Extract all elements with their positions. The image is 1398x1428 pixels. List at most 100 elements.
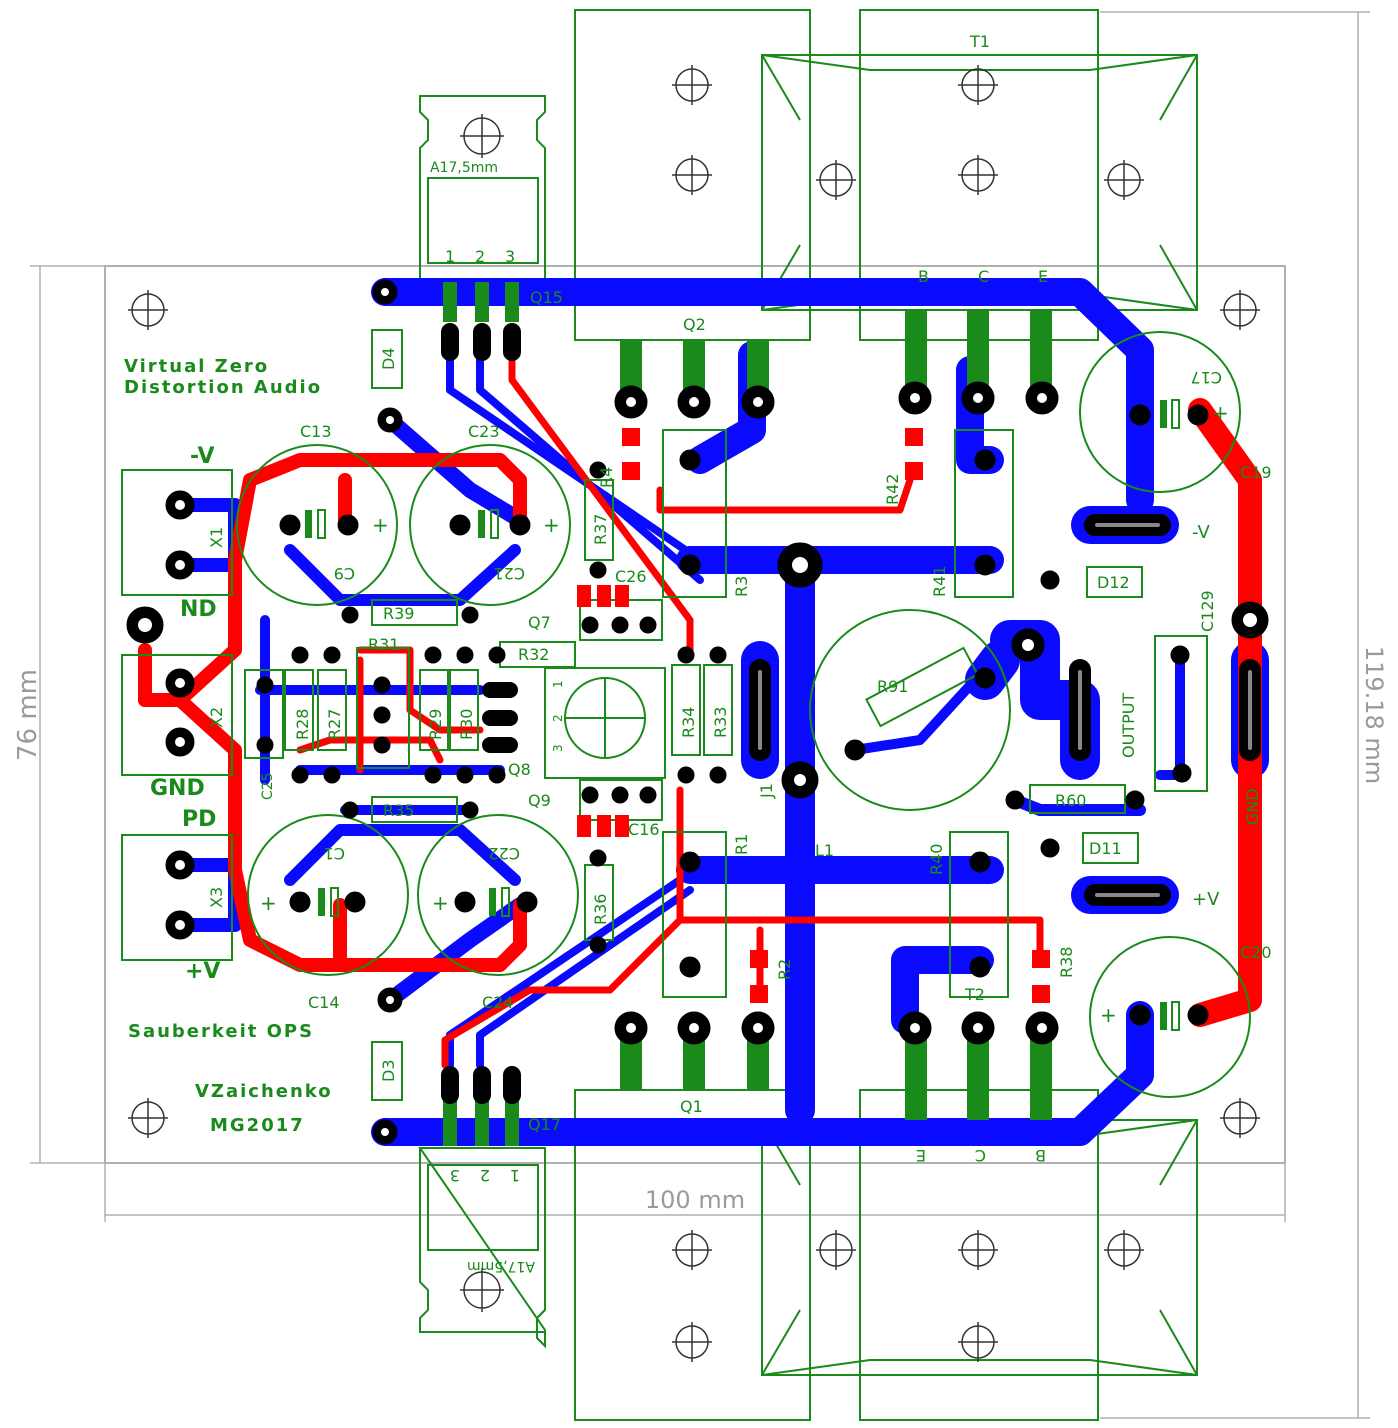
label-output: OUTPUT bbox=[1119, 693, 1138, 758]
label-c23: C23 bbox=[468, 422, 500, 441]
label-c1: C1 bbox=[324, 844, 345, 863]
component-designators: T1 T2 Q2 Q1 Q15 Q17 Q7 Q8 Q9 C13 C23 C9 … bbox=[260, 32, 1272, 1134]
label-r36: R36 bbox=[591, 894, 610, 925]
plus-c20: + bbox=[1100, 1003, 1117, 1027]
label-c9: C9 bbox=[334, 564, 355, 583]
label-r28: R28 bbox=[293, 709, 312, 740]
label-r40: R40 bbox=[927, 844, 946, 875]
label-d3: D3 bbox=[379, 1060, 398, 1083]
terminal-gnd: GND bbox=[150, 776, 205, 801]
label-c21: C21 bbox=[493, 564, 525, 583]
label-c20: C20 bbox=[1240, 943, 1272, 962]
label-pot-pin-1: 1 bbox=[551, 680, 565, 688]
label-pot-pin-3: 3 bbox=[551, 744, 565, 752]
credits-line1: Virtual Zero bbox=[124, 356, 269, 377]
label-q17: Q17 bbox=[528, 1115, 561, 1134]
q15-pin-1: 1 bbox=[445, 247, 455, 266]
label-r35: R35 bbox=[383, 801, 414, 820]
label-c129: C129 bbox=[1198, 590, 1217, 632]
q15-pin-2: 2 bbox=[475, 247, 485, 266]
label-r60: R60 bbox=[1055, 791, 1086, 810]
transistor-legs bbox=[443, 282, 1052, 1146]
label-q7: Q7 bbox=[528, 613, 551, 632]
label-gnd-right: GND bbox=[1243, 788, 1262, 825]
t2-pin-e: E bbox=[916, 1146, 926, 1165]
plus-c23: + bbox=[543, 513, 560, 537]
terminal-pd: PD bbox=[182, 807, 216, 832]
label-t1: T1 bbox=[969, 32, 990, 51]
q17-pin-3: 3 bbox=[450, 1166, 460, 1185]
label-r30: R30 bbox=[457, 709, 476, 740]
terminal-pos-v: +V bbox=[185, 959, 220, 984]
label-d4: D4 bbox=[379, 348, 398, 371]
terminal-x2: X2 bbox=[207, 707, 226, 728]
label-c17: C17 bbox=[1190, 368, 1222, 387]
label-q8: Q8 bbox=[508, 760, 531, 779]
terminal-neg-v: -V bbox=[190, 444, 215, 469]
q17-pin-1: 1 bbox=[510, 1166, 520, 1185]
dimension-left bbox=[30, 265, 105, 1164]
label-c19: C19 bbox=[1240, 463, 1272, 482]
label-r2: R2 bbox=[775, 959, 794, 980]
q17-pin-2: 2 bbox=[480, 1166, 490, 1185]
label-r37: R37 bbox=[591, 514, 610, 545]
t2-pin-c: C bbox=[975, 1146, 986, 1165]
credits-line3: Sauberkeit OPS bbox=[128, 1021, 314, 1042]
label-d12: D12 bbox=[1097, 573, 1130, 592]
label-r33: R33 bbox=[711, 707, 730, 738]
dimension-width-bottom: 100 mm bbox=[645, 1186, 745, 1214]
label-r38: R38 bbox=[1057, 947, 1076, 978]
label-q9: Q9 bbox=[528, 791, 551, 810]
pad-holes bbox=[138, 288, 1257, 1136]
label-c22: C22 bbox=[488, 844, 520, 863]
label-r41: R41 bbox=[930, 566, 949, 597]
label-l1: L1 bbox=[815, 841, 834, 860]
dimension-right bbox=[1100, 11, 1370, 1419]
label-d11: D11 bbox=[1089, 839, 1122, 858]
label-c24: C24 bbox=[482, 993, 514, 1012]
label-pos-v-right: +V bbox=[1192, 889, 1220, 910]
t1-pin-b: B bbox=[918, 267, 929, 286]
label-r91: R91 bbox=[877, 677, 908, 696]
credits-line2: Distortion Audio bbox=[124, 377, 322, 398]
t1-pin-e: E bbox=[1038, 267, 1048, 286]
label-q2: Q2 bbox=[683, 315, 706, 334]
dimension-height-right: 119.18 mm bbox=[1360, 646, 1388, 784]
pill-pad-highlights bbox=[758, 523, 1252, 897]
mounting-holes bbox=[128, 290, 1260, 1138]
label-r39: R39 bbox=[383, 604, 414, 623]
dimension-bottom bbox=[104, 1163, 1286, 1222]
label-r29: R29 bbox=[426, 709, 445, 740]
label-c13: C13 bbox=[300, 422, 332, 441]
label-c14: C14 bbox=[308, 993, 340, 1012]
plus-c24: + bbox=[432, 891, 449, 915]
credits-year: MG2017 bbox=[210, 1115, 305, 1136]
label-c25: C25 bbox=[260, 772, 276, 800]
label-q15: Q15 bbox=[530, 288, 563, 307]
label-r1: R1 bbox=[732, 834, 751, 855]
terminal-nd: ND bbox=[180, 597, 217, 622]
capacitor-polarity-marks bbox=[305, 399, 1180, 1031]
label-q1: Q1 bbox=[680, 1097, 703, 1116]
label-c26: C26 bbox=[615, 567, 647, 586]
label-r32: R32 bbox=[518, 645, 549, 664]
t2-pin-b: B bbox=[1035, 1146, 1046, 1165]
label-pot-pin-2: 2 bbox=[551, 714, 565, 722]
label-r34: R34 bbox=[679, 707, 698, 738]
heatsink-screw-holes bbox=[460, 65, 1144, 1362]
plus-c17: + bbox=[1212, 401, 1229, 425]
silkscreen-outlines bbox=[121, 329, 1251, 1101]
q15-pin-3: 3 bbox=[505, 247, 515, 266]
plus-c14: + bbox=[260, 891, 277, 915]
label-j1: J1 bbox=[757, 783, 776, 799]
t1-pin-c: C bbox=[978, 267, 989, 286]
label-r31: R31 bbox=[368, 635, 399, 654]
q17-package-label: A17,5mm bbox=[467, 1258, 535, 1274]
label-c16: C16 bbox=[628, 820, 660, 839]
pads bbox=[126, 279, 1269, 1145]
label-t2: T2 bbox=[964, 985, 985, 1004]
smd-pads bbox=[577, 428, 1050, 1003]
label-r3: R3 bbox=[732, 576, 751, 597]
label-r27: R27 bbox=[325, 709, 344, 740]
